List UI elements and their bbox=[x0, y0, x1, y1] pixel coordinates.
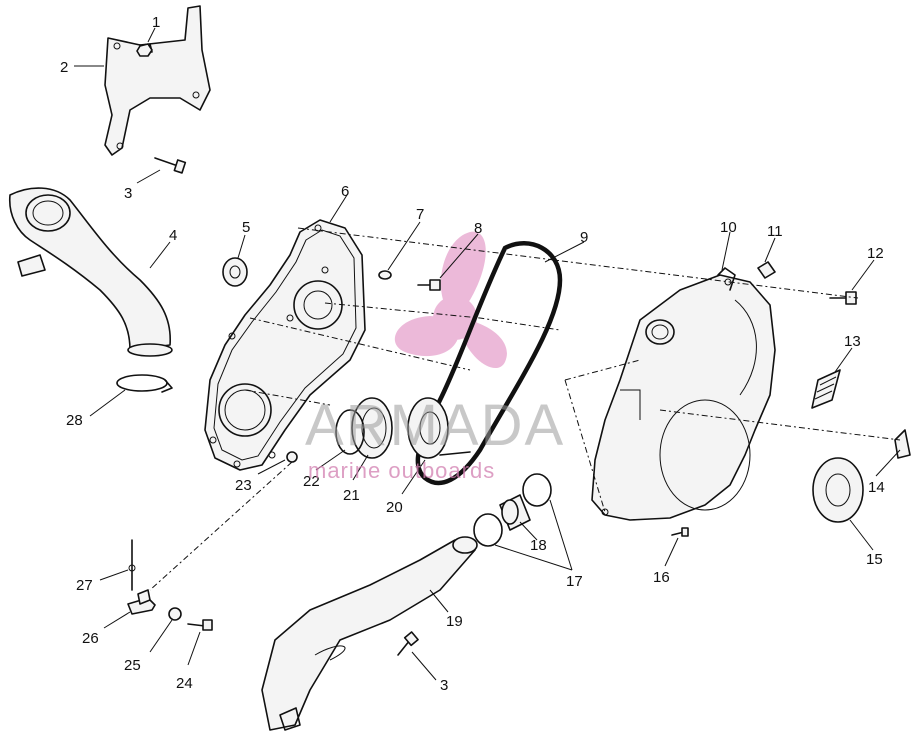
nut-part-1 bbox=[136, 43, 153, 57]
watermark-tagline: marine outboards bbox=[308, 458, 495, 483]
vent-part-13 bbox=[811, 369, 841, 409]
callout-27: 27 bbox=[76, 577, 93, 594]
watermark-brand: ARMADA bbox=[305, 393, 565, 458]
plate-part-14 bbox=[894, 429, 911, 459]
clamp-part-17-a bbox=[473, 513, 503, 547]
callout-12: 12 bbox=[867, 245, 884, 262]
exhaust-duct-part-19 bbox=[261, 536, 478, 731]
screw-part-16 bbox=[671, 527, 689, 537]
callout-1: 1 bbox=[152, 14, 160, 31]
intake-duct-part-4 bbox=[8, 187, 173, 357]
callout-5: 5 bbox=[242, 219, 250, 236]
callout-11: 11 bbox=[767, 223, 783, 240]
callout-2: 2 bbox=[60, 59, 68, 76]
callout-26: 26 bbox=[82, 630, 99, 647]
seal-part-5 bbox=[222, 257, 248, 287]
callout-6: 6 bbox=[341, 183, 349, 200]
callout-13: 13 bbox=[844, 333, 861, 350]
washer-part-7 bbox=[378, 270, 392, 280]
callout-7: 7 bbox=[416, 206, 424, 223]
callout-18: 18 bbox=[530, 537, 547, 554]
bearing-part-20 bbox=[407, 397, 471, 459]
callout-25: 25 bbox=[124, 657, 141, 674]
outer-cover-part-10 bbox=[591, 267, 776, 521]
callout-24: 24 bbox=[176, 675, 193, 692]
callout-19: 19 bbox=[446, 613, 463, 630]
callout-9: 9 bbox=[580, 229, 588, 246]
callout-16: 16 bbox=[653, 569, 670, 586]
bracket-part-26 bbox=[127, 589, 156, 615]
callout-20: 20 bbox=[386, 499, 403, 516]
rivet-part-27 bbox=[128, 539, 136, 591]
callout-4: 4 bbox=[169, 227, 177, 244]
inner-cover-part-6 bbox=[204, 219, 366, 471]
drive-belt-part-9 bbox=[415, 241, 563, 486]
callout-8: 8 bbox=[474, 220, 482, 237]
callout-15: 15 bbox=[866, 551, 883, 568]
callout-3-upper: 3 bbox=[124, 185, 132, 202]
callout-17: 17 bbox=[566, 573, 583, 590]
bolt-part-12 bbox=[829, 291, 857, 305]
bolt-part-3-lower bbox=[397, 631, 419, 656]
callout-22: 22 bbox=[303, 473, 320, 490]
callout-23: 23 bbox=[235, 477, 252, 494]
bolt-part-3-upper bbox=[154, 157, 187, 174]
callout-labels: 1 2 3 3 4 5 6 7 8 9 10 11 12 13 14 15 16… bbox=[60, 14, 885, 694]
decal-part-11 bbox=[757, 261, 776, 279]
callout-14: 14 bbox=[868, 479, 885, 496]
leader-lines bbox=[74, 27, 901, 681]
washer-part-23 bbox=[286, 451, 298, 463]
seal-part-22 bbox=[335, 409, 365, 455]
clamp-part-17-b bbox=[522, 473, 552, 507]
callout-28: 28 bbox=[66, 412, 83, 429]
bolt-part-24 bbox=[187, 619, 213, 631]
gasket-part-15 bbox=[812, 457, 864, 523]
callout-3-lower: 3 bbox=[440, 677, 448, 694]
hose-clamp-part-28 bbox=[116, 374, 173, 393]
assembly-centerlines bbox=[149, 227, 901, 591]
watermark: ARMADA marine outboards bbox=[305, 393, 565, 483]
bolt-part-8 bbox=[417, 279, 441, 291]
watermark-propeller-logo bbox=[394, 231, 507, 369]
callout-21: 21 bbox=[343, 487, 360, 504]
callout-10: 10 bbox=[720, 219, 737, 236]
washer-part-25 bbox=[168, 607, 182, 621]
coupler-part-18 bbox=[499, 494, 531, 531]
